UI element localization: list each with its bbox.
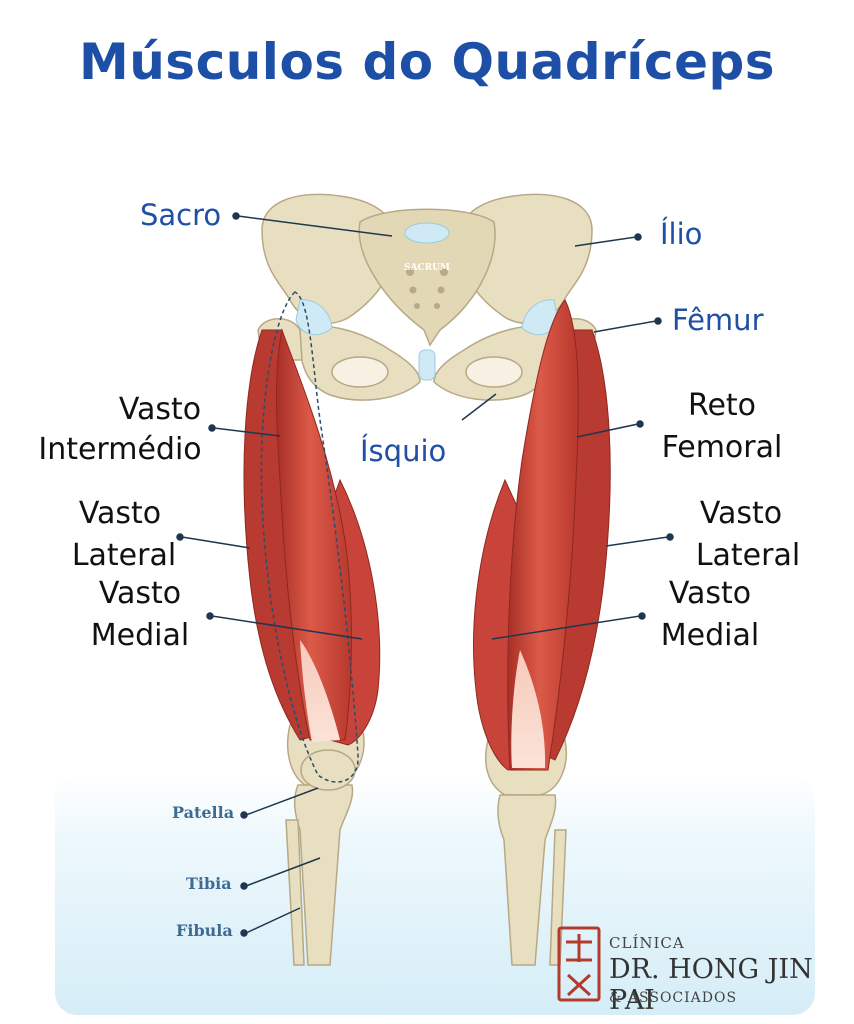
sacrum-engraving: SACRUM (404, 263, 450, 273)
label-vasto-intermedio-line1: Vasto (118, 392, 202, 427)
vasto-intermedio-outline (260, 291, 359, 783)
right-rectus-femoris (507, 299, 579, 771)
background-panel (55, 775, 815, 1015)
label-vasto-lateral-left-line2: Lateral (71, 538, 177, 573)
page-title: Músculos do Quadríceps (78, 33, 776, 91)
left-quadriceps (243, 291, 381, 791)
label-vasto-medial-left-line1: Vasto (98, 576, 182, 611)
label-isquio: Ísquio (360, 434, 447, 468)
brand-line-name: DR. HONG JIN PAI (609, 954, 813, 1016)
label-femur: Fêmur (672, 303, 764, 337)
label-vasto-lateral-right-line2: Lateral (695, 538, 801, 573)
brand-line-clinica: CLÍNICA (609, 934, 685, 952)
label-patella: Patella (172, 803, 235, 822)
label-sacro: Sacro (140, 198, 222, 232)
pubic-symphysis (418, 349, 436, 381)
label-vasto-medial-right-line2: Medial (660, 618, 760, 653)
label-tibia: Tibia (186, 874, 232, 893)
right-quad-tendon (511, 650, 546, 768)
label-fibula: Fibula (176, 921, 233, 940)
clinic-logo-icon (557, 926, 601, 1002)
pelvis (261, 193, 593, 401)
clinic-brand: CLÍNICA DR. HONG JIN PAI & ASSOCIADOS (555, 920, 854, 1016)
left-fibula (285, 819, 305, 966)
right-obturator (465, 356, 523, 388)
label-ilio: Ílio (660, 217, 703, 251)
label-reto-femoral-line2: Femoral (661, 430, 783, 465)
left-patella (300, 749, 356, 791)
label-vasto-lateral-left-line1: Vasto (78, 496, 162, 531)
left-tibia (293, 784, 354, 966)
brand-line-associados: & ASSOCIADOS (609, 990, 738, 1006)
label-reto-femoral-line1: Reto (687, 388, 757, 423)
label-vasto-medial-right-line1: Vasto (668, 576, 752, 611)
label-vasto-intermedio-line2: Intermédio (38, 432, 202, 467)
left-quad-tendon (300, 640, 340, 742)
right-quadriceps (473, 299, 611, 771)
leader-lines (176, 212, 674, 937)
sacral-cartilage (404, 222, 450, 244)
label-vasto-medial-left-line2: Medial (90, 618, 190, 653)
right-tibia (497, 794, 557, 966)
sacral-foramina (406, 268, 448, 309)
sacrum-bone (358, 208, 496, 347)
left-obturator (331, 356, 389, 388)
label-vasto-lateral-right-line1: Vasto (699, 496, 783, 531)
